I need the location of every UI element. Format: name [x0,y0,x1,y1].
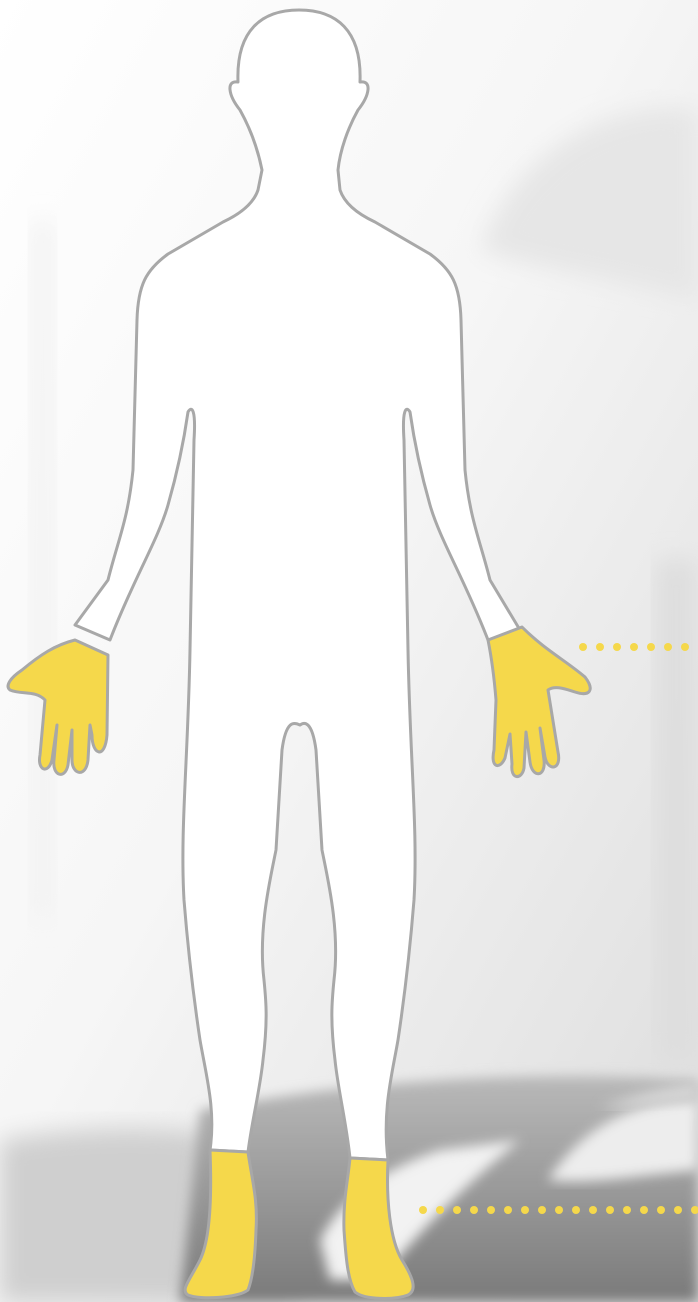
right-hand-highlight [488,627,590,777]
right-foot-highlight [344,1158,413,1298]
head-outline [75,10,520,1160]
hand-callout-dots [579,643,689,651]
left-hand-highlight [8,640,108,774]
body-silhouette [75,10,520,1160]
left-foot-highlight [185,1150,256,1298]
foot-callout-dots [419,1206,698,1214]
